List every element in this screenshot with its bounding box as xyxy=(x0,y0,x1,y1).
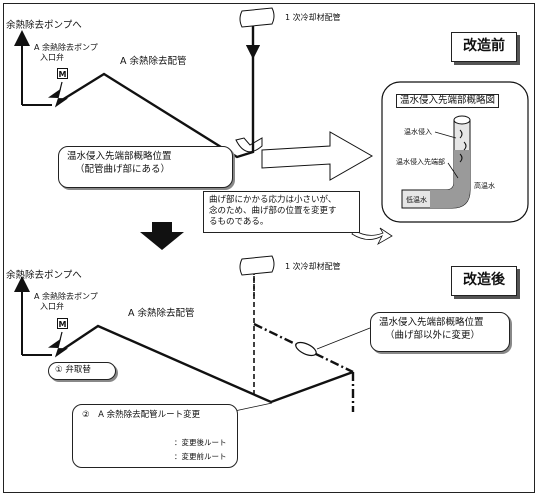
before-valve-icon xyxy=(48,81,68,108)
after-valve-icon xyxy=(48,331,68,358)
inset-title: 温水侵入先端部概略図 xyxy=(396,94,500,108)
stress-note-line-3: るものである。 xyxy=(209,217,269,227)
before-callout-line-2: （配管曲げ部にある） xyxy=(75,164,171,175)
after-intrusion-callout: 温水侵入先端部概略位置 （曲げ部以外に変更） xyxy=(370,312,510,352)
inset-warm-water-inflow: 温水侵入 xyxy=(404,128,432,136)
before-valve-label-1: A 余熱除去ポンプ xyxy=(34,43,98,52)
after-rhr-pipe xyxy=(61,324,354,404)
after-stage-label: 改造後 xyxy=(451,266,517,296)
route-change-title: ② A 余熱除去配管ルート変更 xyxy=(82,410,201,420)
inset-pointer-arrow xyxy=(261,131,374,181)
after-pump-label: 余熱除去ポンプへ xyxy=(6,270,82,281)
stress-note-line-1: 曲げ部にかかる応力は小さいが、 xyxy=(209,195,337,205)
before-cooling-pipe-label: 1 次冷却材配管 xyxy=(285,13,341,22)
before-callout-line-1: 温水侵入先端部概略位置 xyxy=(67,151,172,162)
diagram-frame xyxy=(3,3,535,493)
after-valve-label-2: 入口弁 xyxy=(40,302,64,311)
after-intrusion-marker xyxy=(295,341,317,357)
inset-high-temp-water: 高温水 xyxy=(474,182,495,190)
inset-flow-arrows xyxy=(459,129,467,163)
route-change-legend xyxy=(72,404,238,468)
after-callout-line-2: （曲げ部以外に変更） xyxy=(385,330,481,341)
inset-intrusion-tip: 温水侵入先端部 xyxy=(396,158,445,166)
stress-note-line-2: 念のため、曲げ部の位置を変更す xyxy=(209,206,337,216)
valve-replacement-callout: ① 弁取替 xyxy=(48,362,116,380)
before-motor-icon: M xyxy=(57,68,68,79)
stage-transition-arrow xyxy=(140,222,184,250)
before-bend-highlight xyxy=(235,137,263,153)
after-cooling-pipe-icon xyxy=(239,255,275,276)
before-pump-label: 余熱除去ポンプへ xyxy=(6,20,82,31)
after-pipe-label: A 余熱除去配管 xyxy=(128,308,195,319)
before-pipe-label: A 余熱除去配管 xyxy=(120,56,187,67)
inset-leader-inflow xyxy=(434,131,457,139)
after-valve-label-1: A 余熱除去ポンプ xyxy=(34,292,98,301)
before-rhr-pipe xyxy=(61,20,255,159)
after-intrusion-leader xyxy=(316,327,371,350)
before-valve-label-2: 入口弁 xyxy=(40,53,64,62)
stress-note: 曲げ部にかかる応力は小さいが、 念のため、曲げ部の位置を変更す るものである。 xyxy=(203,191,360,233)
after-callout-line-1: 温水侵入先端部概略位置 xyxy=(379,317,484,328)
note-pointer-arrow xyxy=(351,227,393,246)
inset-hot-water-region xyxy=(430,150,470,208)
before-cooling-pipe-icon xyxy=(239,7,275,28)
after-motor-icon: M xyxy=(57,318,68,329)
after-cooling-pipe-label: 1 次冷却材配管 xyxy=(285,262,341,271)
legend-before-route: ：変更前ルート xyxy=(174,452,227,461)
inset-leader-tip xyxy=(447,162,459,179)
inset-low-temp-water: 低温水 xyxy=(406,196,427,204)
before-intrusion-callout: 温水侵入先端部概略位置 （配管曲げ部にある） xyxy=(58,146,233,188)
inset-pipe-end xyxy=(453,115,471,125)
legend-after-route: ：変更後ルート xyxy=(174,438,227,447)
before-stage-label: 改造前 xyxy=(451,32,517,62)
